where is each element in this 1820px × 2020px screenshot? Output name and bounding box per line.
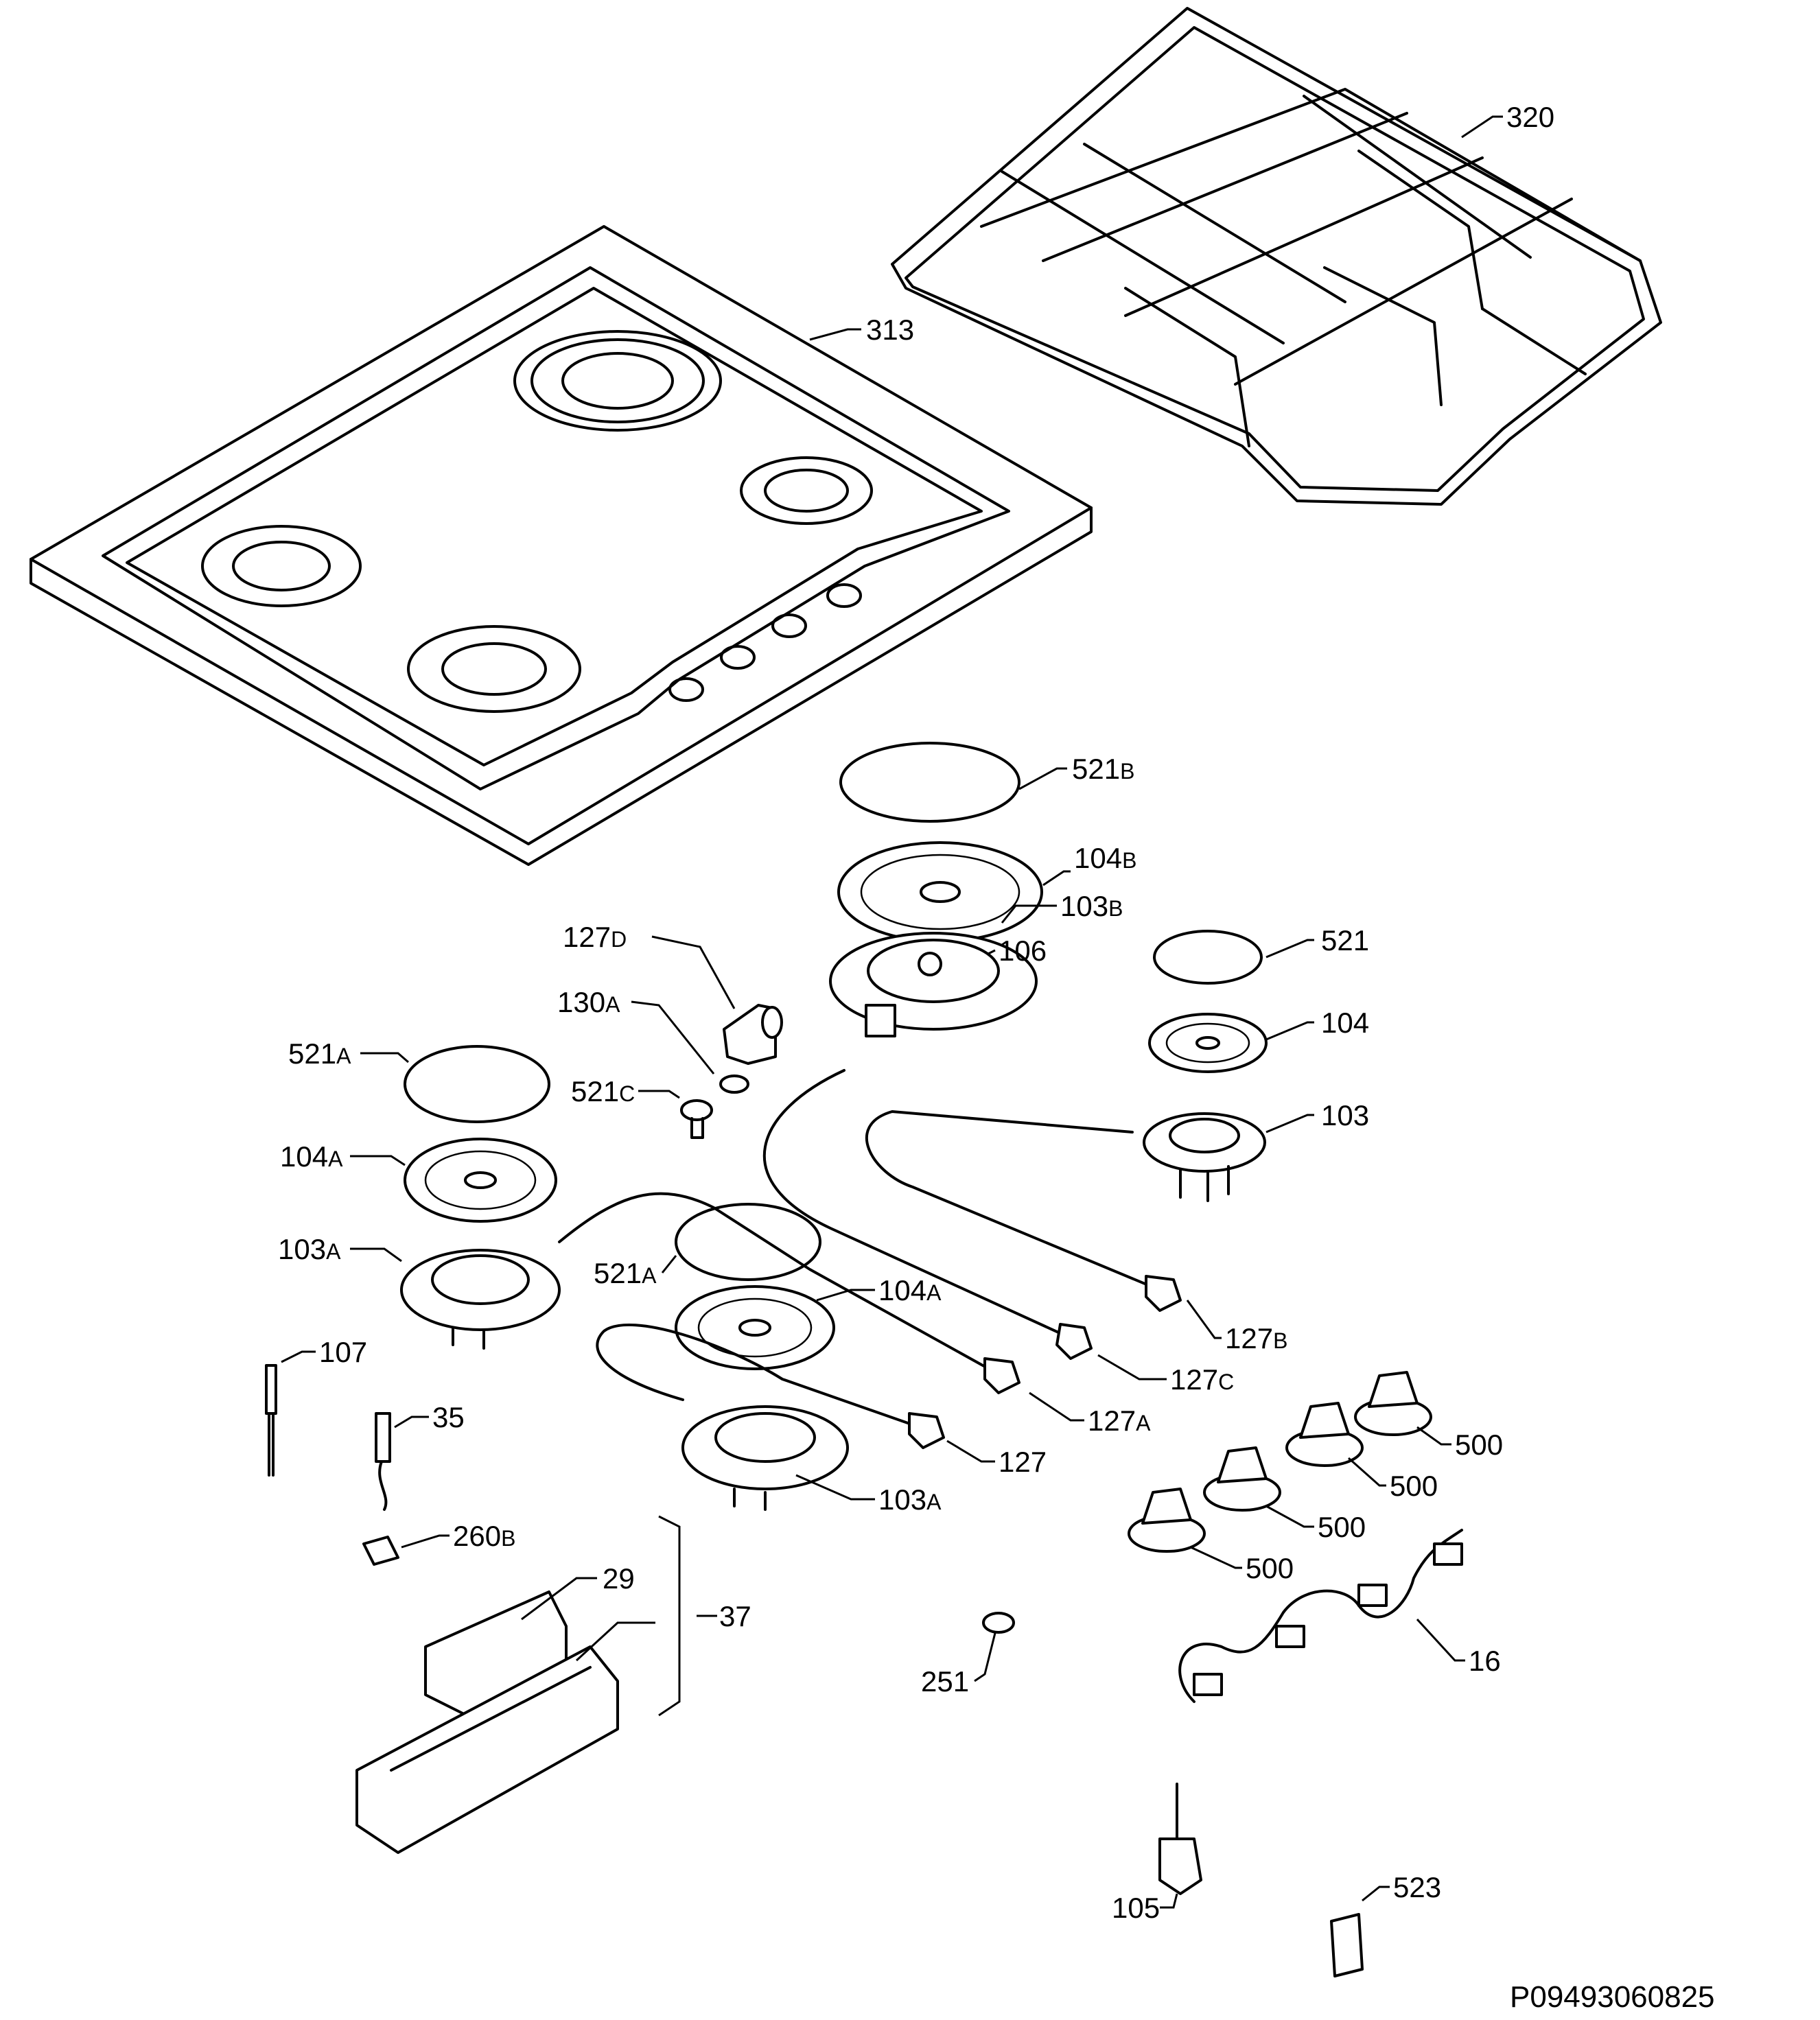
label-106: 106 [999, 935, 1047, 967]
label-500-3: 500 [1318, 1511, 1366, 1543]
gas-pipe-127a [558, 1192, 1020, 1394]
elbow-connector-127d [723, 1004, 783, 1065]
leader-lines [281, 115, 1503, 1909]
label-320: 320 [1506, 101, 1554, 133]
ignition-harness-16 [1178, 1529, 1463, 1703]
injector-106 [918, 952, 942, 976]
control-knob-500-3 [1203, 1446, 1281, 1512]
label-103: 103 [1321, 1099, 1369, 1131]
label-260b: 260B [453, 1520, 515, 1552]
seal-130a [719, 1074, 749, 1094]
label-521c: 521C [571, 1075, 635, 1107]
gas-tap-105 [1158, 1783, 1202, 1895]
label-127c: 127C [1170, 1363, 1234, 1396]
label-16: 16 [1469, 1645, 1501, 1677]
label-313: 313 [866, 314, 914, 346]
label-105: 105 [1112, 1892, 1160, 1924]
label-127b: 127B [1225, 1322, 1287, 1354]
label-104: 104 [1321, 1007, 1369, 1039]
burner-crown-104a-center [675, 1285, 835, 1370]
label-500-1: 500 [1455, 1429, 1503, 1461]
burner-cap-521 [1153, 930, 1263, 985]
bracket-523 [1330, 1913, 1364, 1977]
hob-top-panel [30, 225, 1093, 866]
burner-base-103b [829, 932, 1038, 1037]
label-127: 127 [999, 1446, 1047, 1478]
burner-base-103 [1143, 1112, 1266, 1202]
drawing-code: P09493060825 [1510, 1980, 1715, 2014]
burner-crown-104 [1148, 1013, 1268, 1073]
label-35: 35 [432, 1401, 465, 1433]
label-523: 523 [1393, 1871, 1441, 1903]
label-104a-left: 104A [280, 1140, 343, 1173]
control-knob-500-2 [1285, 1402, 1364, 1467]
label-107: 107 [319, 1336, 367, 1368]
clip-260b [362, 1536, 399, 1566]
label-521a-left: 521A [288, 1037, 351, 1070]
pan-support-grid [891, 7, 1662, 506]
ignition-electrode-35 [375, 1412, 391, 1511]
control-knob-500-1 [1354, 1371, 1432, 1436]
label-103a-left: 103A [278, 1233, 341, 1265]
label-127a: 127A [1088, 1405, 1151, 1437]
label-251: 251 [921, 1665, 969, 1698]
burner-cap-521a-center [675, 1203, 821, 1281]
label-103a-center: 103A [878, 1483, 942, 1516]
gas-pipe-127 [596, 1323, 945, 1449]
thermocouple-107 [265, 1364, 277, 1477]
label-521b: 521B [1072, 753, 1134, 785]
label-500-2: 500 [1390, 1470, 1438, 1502]
label-104b: 104B [1074, 842, 1136, 874]
burner-base-103a-left [400, 1249, 561, 1350]
label-500-4: 500 [1246, 1552, 1294, 1584]
label-37: 37 [719, 1600, 751, 1632]
label-29: 29 [603, 1562, 635, 1595]
burner-base-103a-center [681, 1405, 849, 1511]
burner-cap-521b [839, 742, 1020, 823]
label-521: 521 [1321, 924, 1369, 956]
burner-crown-104b [837, 841, 1043, 943]
label-130a: 130A [557, 986, 620, 1018]
label-104a-center: 104A [878, 1274, 942, 1306]
control-knob-500-4 [1128, 1488, 1206, 1553]
label-127d: 127D [563, 921, 627, 953]
seal-ring-251 [982, 1612, 1015, 1634]
gas-pipe-127b [865, 1110, 1182, 1312]
label-521a-center: 521A [594, 1257, 657, 1289]
label-103b: 103B [1060, 890, 1123, 922]
burner-crown-104a-left [404, 1138, 557, 1223]
gas-pipe-127c [762, 1069, 1093, 1360]
burner-cap-521a-left [404, 1045, 550, 1123]
burner-cap-screw-521c [680, 1099, 713, 1139]
